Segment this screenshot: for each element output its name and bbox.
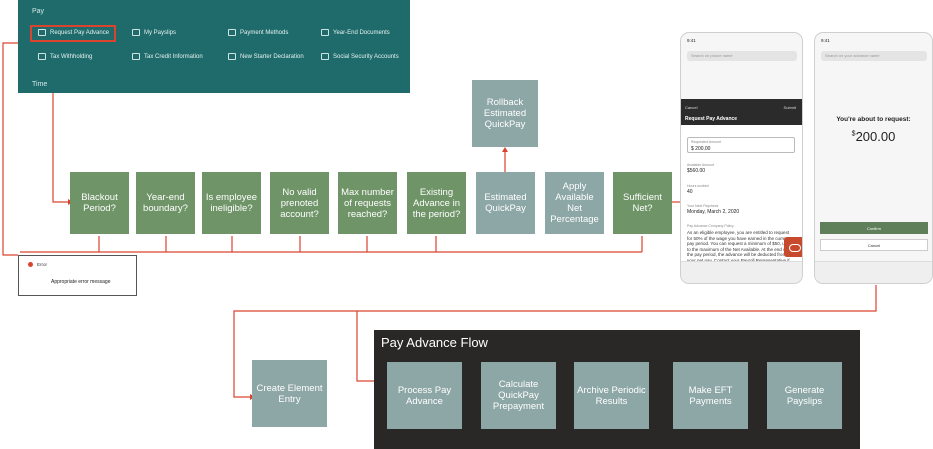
next-paycheck-value: Monday, March 2, 2020 bbox=[687, 209, 740, 215]
estimated-quickpay-box: Estimated QuickPay bbox=[476, 172, 535, 234]
flow-step-archive-results: Archive Periodic Results bbox=[574, 362, 649, 429]
check-no-valid-prenoted-account: No valid prenoted account? bbox=[270, 172, 329, 234]
flow-step-calculate-quickpay: Calculate QuickPay Prepayment bbox=[481, 362, 556, 429]
currency-symbol: $ bbox=[851, 130, 856, 138]
social-security-icon bbox=[321, 53, 329, 60]
check-existing-advance: Existing Advance in the period? bbox=[407, 172, 466, 234]
rollback-quickpay-box: Rollback Estimated QuickPay bbox=[472, 80, 538, 147]
create-element-entry-box: Create Element Entry bbox=[252, 360, 327, 427]
menu-tax-withholding[interactable]: Tax Withholding bbox=[38, 53, 92, 60]
chat-fab-icon[interactable] bbox=[784, 237, 802, 257]
phone-status-time: 9:41 bbox=[821, 38, 830, 43]
menu-request-pay-advance[interactable]: Request Pay Advance bbox=[38, 29, 109, 36]
hours-worked-label: Hours worked bbox=[687, 184, 709, 188]
phone-search-input[interactable]: Search on your advance name bbox=[821, 51, 927, 61]
error-title-text: Error bbox=[37, 262, 47, 267]
flow-title: Pay Advance Flow bbox=[381, 335, 488, 350]
menu-new-starter-declaration[interactable]: New Starter Declaration bbox=[228, 53, 304, 60]
menu-item-label: New Starter Declaration bbox=[240, 53, 304, 60]
phone-search-input[interactable]: Search on phone name bbox=[687, 51, 797, 61]
pay-panel-title: Pay bbox=[32, 8, 45, 15]
menu-item-label: Tax Credit Information bbox=[144, 53, 203, 60]
phone-confirm-request: 9:41 Search on your advance name You're … bbox=[814, 32, 933, 284]
pay-menu-panel: Pay Request Pay Advance My Payslips Paym… bbox=[18, 0, 410, 93]
pay-advance-flow-panel: Pay Advance Flow Process Pay Advance Cal… bbox=[374, 330, 860, 449]
phone-form-body: Requested Amount $ 200.00 Available Amou… bbox=[681, 125, 802, 269]
policy-label: Pay Advance Company Policy bbox=[687, 224, 734, 228]
phone-tab-bar[interactable] bbox=[681, 261, 802, 283]
check-blackout-period: Blackout Period? bbox=[70, 172, 129, 234]
check-year-end-boundary: Year-end boundary? bbox=[136, 172, 195, 234]
payslip-icon bbox=[132, 29, 140, 36]
error-dialog: Error Appropriate error message bbox=[18, 255, 137, 296]
request-amount: $200.00 bbox=[815, 129, 932, 144]
available-amount-value: $560.00 bbox=[687, 168, 706, 174]
menu-social-security-accounts[interactable]: Social Security Accounts bbox=[321, 53, 399, 60]
menu-item-label: My Payslips bbox=[144, 29, 177, 36]
request-pay-icon bbox=[38, 29, 46, 36]
menu-item-label: Request Pay Advance bbox=[50, 29, 110, 36]
amount-value: 200.00 bbox=[855, 129, 896, 144]
error-icon bbox=[28, 262, 33, 267]
time-section-label: Time bbox=[32, 81, 48, 88]
phone-submit-link[interactable]: Submit bbox=[783, 105, 796, 110]
phone-request-form: 9:41 Search on phone name Cancel Submit … bbox=[680, 32, 803, 284]
phone-cancel-link[interactable]: Cancel bbox=[685, 105, 698, 110]
documents-icon bbox=[321, 29, 329, 36]
menu-my-payslips[interactable]: My Payslips bbox=[132, 29, 176, 36]
request-heading: You're about to request: bbox=[836, 116, 911, 123]
available-amount-label: Available Amount bbox=[687, 163, 714, 167]
next-paycheck-label: Your Next Paycheck bbox=[687, 204, 719, 208]
menu-item-label: Payment Methods bbox=[240, 29, 289, 36]
phone-status-time: 9:41 bbox=[687, 38, 696, 43]
error-title: Error bbox=[28, 262, 47, 267]
menu-item-label: Social Security Accounts bbox=[333, 53, 399, 60]
menu-tax-credit-information[interactable]: Tax Credit Information bbox=[132, 53, 203, 60]
requested-amount-label: Requested Amount bbox=[691, 140, 721, 144]
phone-tab-bar[interactable] bbox=[815, 261, 932, 283]
request-pay-advance-highlight bbox=[30, 25, 116, 42]
flow-step-eft-payments: Make EFT Payments bbox=[673, 362, 748, 429]
check-sufficient-net: Sufficient Net? bbox=[613, 172, 672, 234]
menu-item-label: Year-End Documents bbox=[333, 29, 390, 36]
menu-year-end-documents[interactable]: Year-End Documents bbox=[321, 29, 390, 36]
cancel-button[interactable]: Cancel bbox=[820, 239, 928, 251]
confirm-button[interactable]: Confirm bbox=[820, 222, 928, 234]
menu-item-label: Tax Withholding bbox=[50, 53, 93, 60]
phone-page-title: Request Pay Advance bbox=[685, 116, 738, 122]
error-message: Appropriate error message bbox=[51, 279, 111, 285]
hours-worked-value: 40 bbox=[687, 189, 693, 195]
apply-net-percentage-box: Apply Available Net Percentage bbox=[545, 172, 604, 234]
flow-step-generate-payslips: Generate Payslips bbox=[767, 362, 842, 429]
tax-withholding-icon bbox=[38, 53, 46, 60]
flow-step-process-pay-advance: Process Pay Advance bbox=[387, 362, 462, 429]
check-max-requests: Max number of requests reached? bbox=[338, 172, 397, 234]
phone-header: Cancel Submit Request Pay Advance bbox=[681, 99, 802, 125]
declaration-icon bbox=[228, 53, 236, 60]
requested-amount-field[interactable]: Requested Amount $ 200.00 bbox=[687, 137, 795, 153]
payment-methods-icon bbox=[228, 29, 236, 36]
menu-payment-methods[interactable]: Payment Methods bbox=[228, 29, 288, 36]
tax-credit-icon bbox=[132, 53, 140, 60]
requested-amount-value: $ 200.00 bbox=[691, 146, 711, 152]
check-employee-ineligible: Is employee ineligible? bbox=[202, 172, 261, 234]
